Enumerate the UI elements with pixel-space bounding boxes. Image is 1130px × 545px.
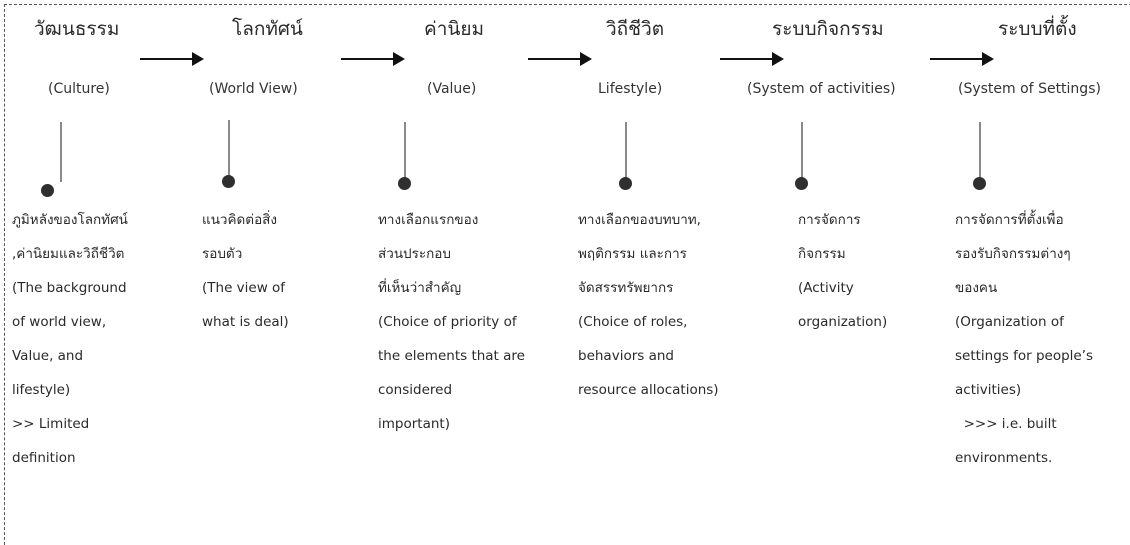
- description-line: จัดสรรทรัพยากร: [578, 280, 674, 296]
- description-line: รองรับกิจกรรมต่างๆ: [955, 246, 1071, 262]
- connector-dot: [619, 177, 632, 190]
- arrow-lifestyle-to-activities: [720, 52, 784, 66]
- connector-dot: [795, 177, 808, 190]
- title-english: Lifestyle): [598, 81, 663, 97]
- connector-stem: [228, 120, 230, 176]
- description: ภูมิหลังของโลกทัศน์ ,ค่านิยมและวิถีชีวิต…: [12, 203, 128, 475]
- title-thai: วิถีชีวิต: [606, 18, 665, 40]
- dashed-border-frame: [4, 4, 1130, 545]
- description: ทางเลือกของบทบาท, พฤติกรรม และการ จัดสรร…: [578, 203, 719, 407]
- description-line: important): [378, 416, 450, 432]
- description-line: รอบตัว: [202, 246, 243, 262]
- description-line: (The view of: [202, 280, 286, 296]
- description-line: ภูมิหลังของโลกทัศน์: [12, 212, 128, 228]
- description-line: (Activity: [798, 280, 854, 296]
- title-thai: วัฒนธรรม: [34, 18, 120, 40]
- description-line: (Organization of: [955, 314, 1064, 330]
- description-line: organization): [798, 314, 888, 330]
- description-line: >>> i.e. built: [955, 416, 1057, 432]
- connector-dot: [973, 177, 986, 190]
- connector-dot: [41, 184, 54, 197]
- title-thai: ระบบกิจกรรม: [772, 18, 884, 40]
- description-line: ทางเลือกแรกของ: [378, 212, 479, 228]
- description-line: the elements that are: [378, 348, 525, 364]
- title-english: (World View): [209, 81, 298, 97]
- description-line: ของคน: [955, 280, 998, 296]
- arrow-culture-to-worldview: [140, 52, 204, 66]
- description-line: แนวคิดต่อสิ่ง: [202, 212, 278, 228]
- description-line: considered: [378, 382, 453, 398]
- description: การจัดการ กิจกรรม (Activity organization…: [798, 203, 887, 339]
- description-line: ทางเลือกของบทบาท,: [578, 212, 701, 228]
- connector-dot: [398, 177, 411, 190]
- connector-stem: [404, 122, 406, 178]
- description-line: settings for people’s: [955, 348, 1094, 364]
- title-english: (Value): [427, 81, 477, 97]
- description-line: ที่เห็นว่าสำคัญ: [378, 280, 462, 296]
- description-line: lifestyle): [12, 382, 71, 398]
- description-line: ,ค่านิยมและวิถีชีวิต: [12, 246, 125, 262]
- connector-stem: [801, 122, 803, 178]
- title-thai: โลกทัศน์: [232, 18, 303, 40]
- description-line: >> Limited: [12, 416, 90, 432]
- description-line: of world view,: [12, 314, 107, 330]
- title-english: (Culture): [48, 81, 110, 97]
- description-line: behaviors and: [578, 348, 674, 364]
- title-thai: ค่านิยม: [424, 18, 485, 40]
- description-line: พฤติกรรม และการ: [578, 246, 687, 262]
- description-line: Value, and: [12, 348, 84, 364]
- description-line: การจัดการ: [798, 212, 861, 228]
- description-line: what is deal): [202, 314, 289, 330]
- description-line: กิจกรรม: [798, 246, 846, 262]
- title-thai: ระบบที่ตั้ง: [998, 18, 1077, 40]
- arrow-activities-to-settings: [930, 52, 994, 66]
- connector-dot: [222, 175, 235, 188]
- connector-stem: [60, 122, 62, 182]
- description-line: (The background: [12, 280, 127, 296]
- description-line: environments.: [955, 450, 1053, 466]
- description-line: ส่วนประกอบ: [378, 246, 451, 262]
- arrow-worldview-to-value: [341, 52, 405, 66]
- description-line: activities): [955, 382, 1022, 398]
- title-english: (System of activities): [747, 81, 896, 97]
- description-line: (Choice of roles,: [578, 314, 688, 330]
- description-line: definition: [12, 450, 76, 466]
- description: ทางเลือกแรกของ ส่วนประกอบ ที่เห็นว่าสำคั…: [378, 203, 525, 441]
- connector-stem: [979, 122, 981, 178]
- description: แนวคิดต่อสิ่ง รอบตัว (The view of what i…: [202, 203, 289, 339]
- description-line: การจัดการที่ตั้งเพื่อ: [955, 212, 1064, 228]
- description-line: (Choice of priority of: [378, 314, 517, 330]
- description: การจัดการที่ตั้งเพื่อ รองรับกิจกรรมต่างๆ…: [955, 203, 1093, 475]
- description-line: resource allocations): [578, 382, 719, 398]
- arrow-value-to-lifestyle: [528, 52, 592, 66]
- title-english: (System of Settings): [958, 81, 1101, 97]
- connector-stem: [625, 122, 627, 178]
